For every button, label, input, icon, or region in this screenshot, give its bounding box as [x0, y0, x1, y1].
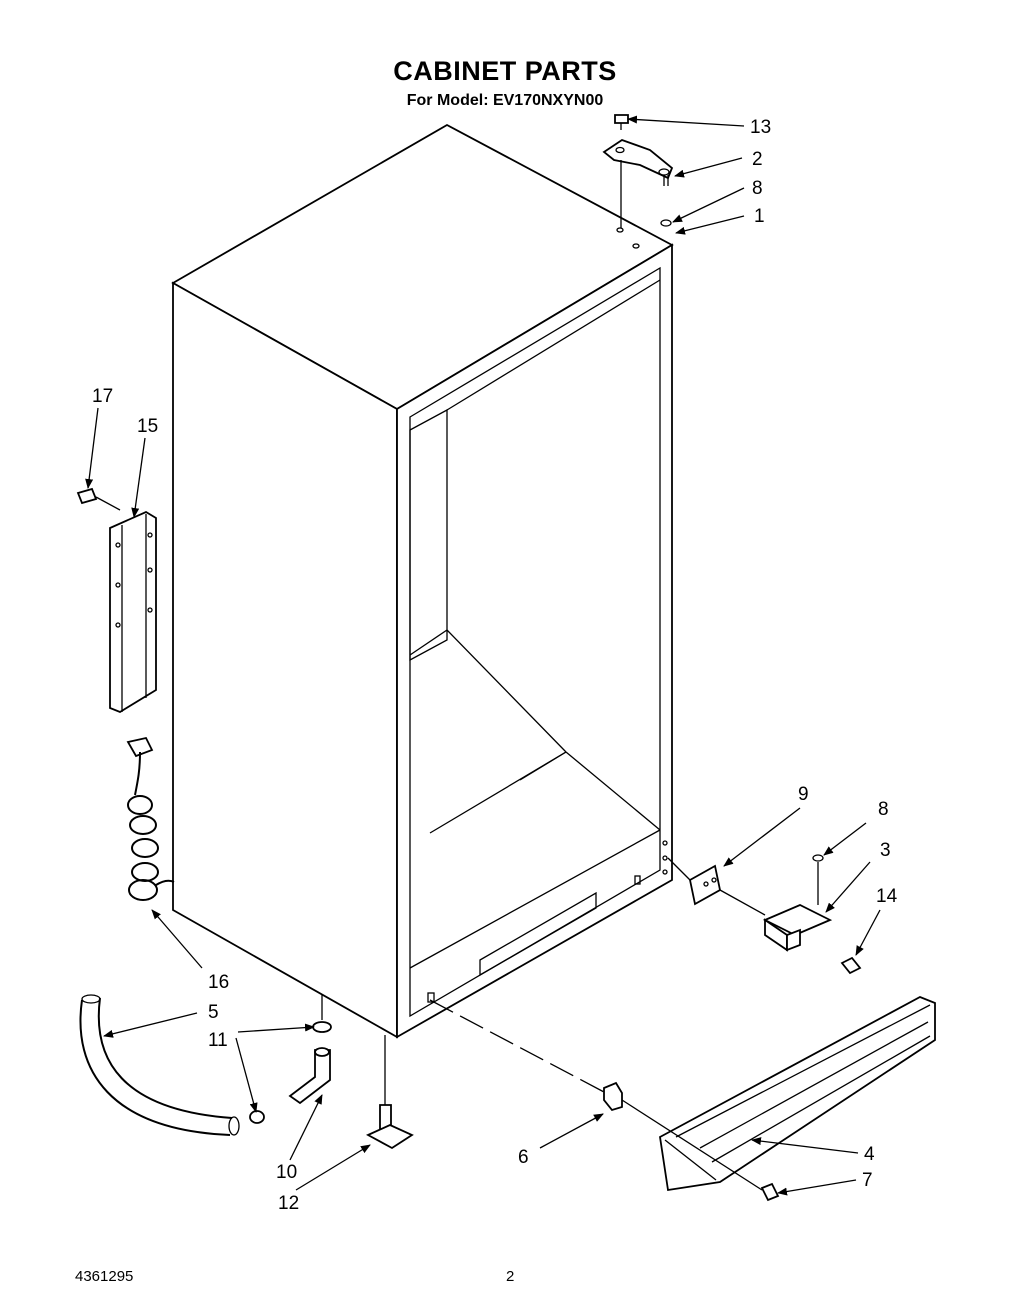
callout-7: 7	[862, 1170, 873, 1191]
toe-grille-assembly	[429, 996, 936, 1202]
callout-15: 15	[137, 416, 158, 437]
callout-3: 3	[880, 840, 891, 861]
callout-5: 5	[208, 1002, 219, 1023]
callout-17: 17	[92, 386, 113, 407]
cabinet-shell	[171, 123, 674, 1039]
callout-8-top: 8	[752, 178, 763, 199]
top-hinge-assembly	[602, 114, 674, 228]
callout-16: 16	[208, 972, 229, 993]
lower-hinge-assembly	[667, 854, 862, 975]
callout-4: 4	[864, 1144, 875, 1165]
callout-1: 1	[754, 206, 765, 227]
leveling-leg	[365, 1035, 414, 1150]
callout-6: 6	[518, 1147, 529, 1168]
page-title: CABINET PARTS	[393, 56, 617, 86]
callout-11: 11	[208, 1030, 228, 1051]
side-bracket	[76, 487, 157, 714]
callout-12: 12	[278, 1193, 299, 1214]
drain-fitting	[249, 995, 332, 1124]
drain-tube	[79, 994, 240, 1136]
document-number: 4361295	[75, 1268, 134, 1285]
callout-8-bottom: 8	[878, 799, 889, 820]
callout-9: 9	[798, 784, 809, 805]
model-subtitle: For Model: EV170NXYN00	[406, 92, 604, 109]
callout-14: 14	[876, 886, 898, 907]
callout-13: 13	[750, 117, 771, 138]
page-number: 2	[506, 1268, 515, 1285]
callout-2: 2	[752, 149, 763, 170]
callout-10: 10	[276, 1162, 297, 1183]
power-cord	[126, 736, 175, 901]
callout-labels: 13 2 8 1 17 15 9 8 3 14 16 5 11 10 12 6 …	[92, 117, 898, 1214]
leader-arrows	[85, 115, 881, 1196]
